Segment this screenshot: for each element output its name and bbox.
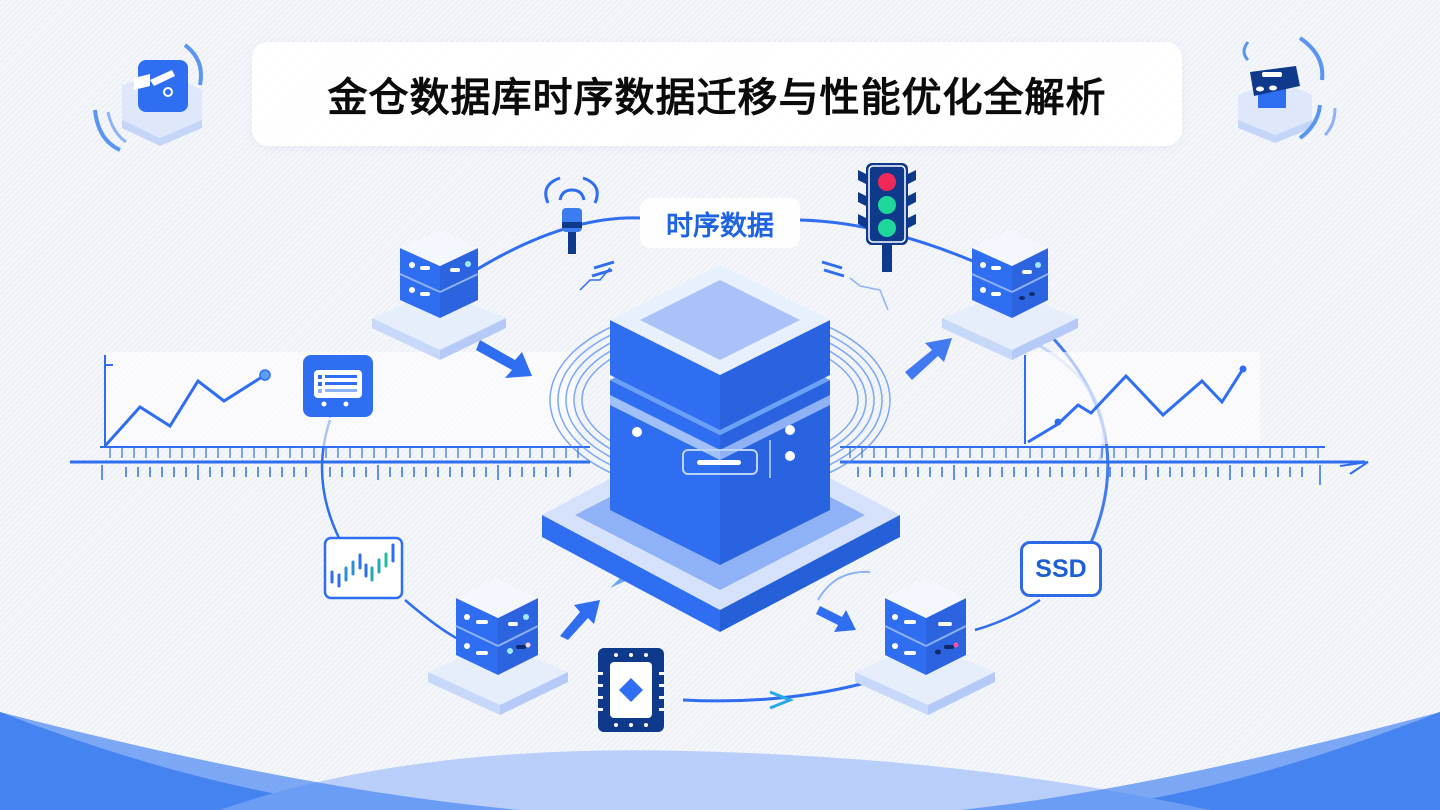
ssd-label-text: SSD bbox=[1035, 554, 1087, 583]
title-card: 金仓数据库时序数据迁移与性能优化全解析 bbox=[252, 42, 1182, 146]
page-title: 金仓数据库时序数据迁移与性能优化全解析 bbox=[327, 75, 1107, 121]
time-series-label: 时序数据 bbox=[640, 198, 800, 248]
ssd-storage-label: SSD bbox=[1020, 541, 1102, 597]
time-series-label-text: 时序数据 bbox=[666, 210, 774, 242]
